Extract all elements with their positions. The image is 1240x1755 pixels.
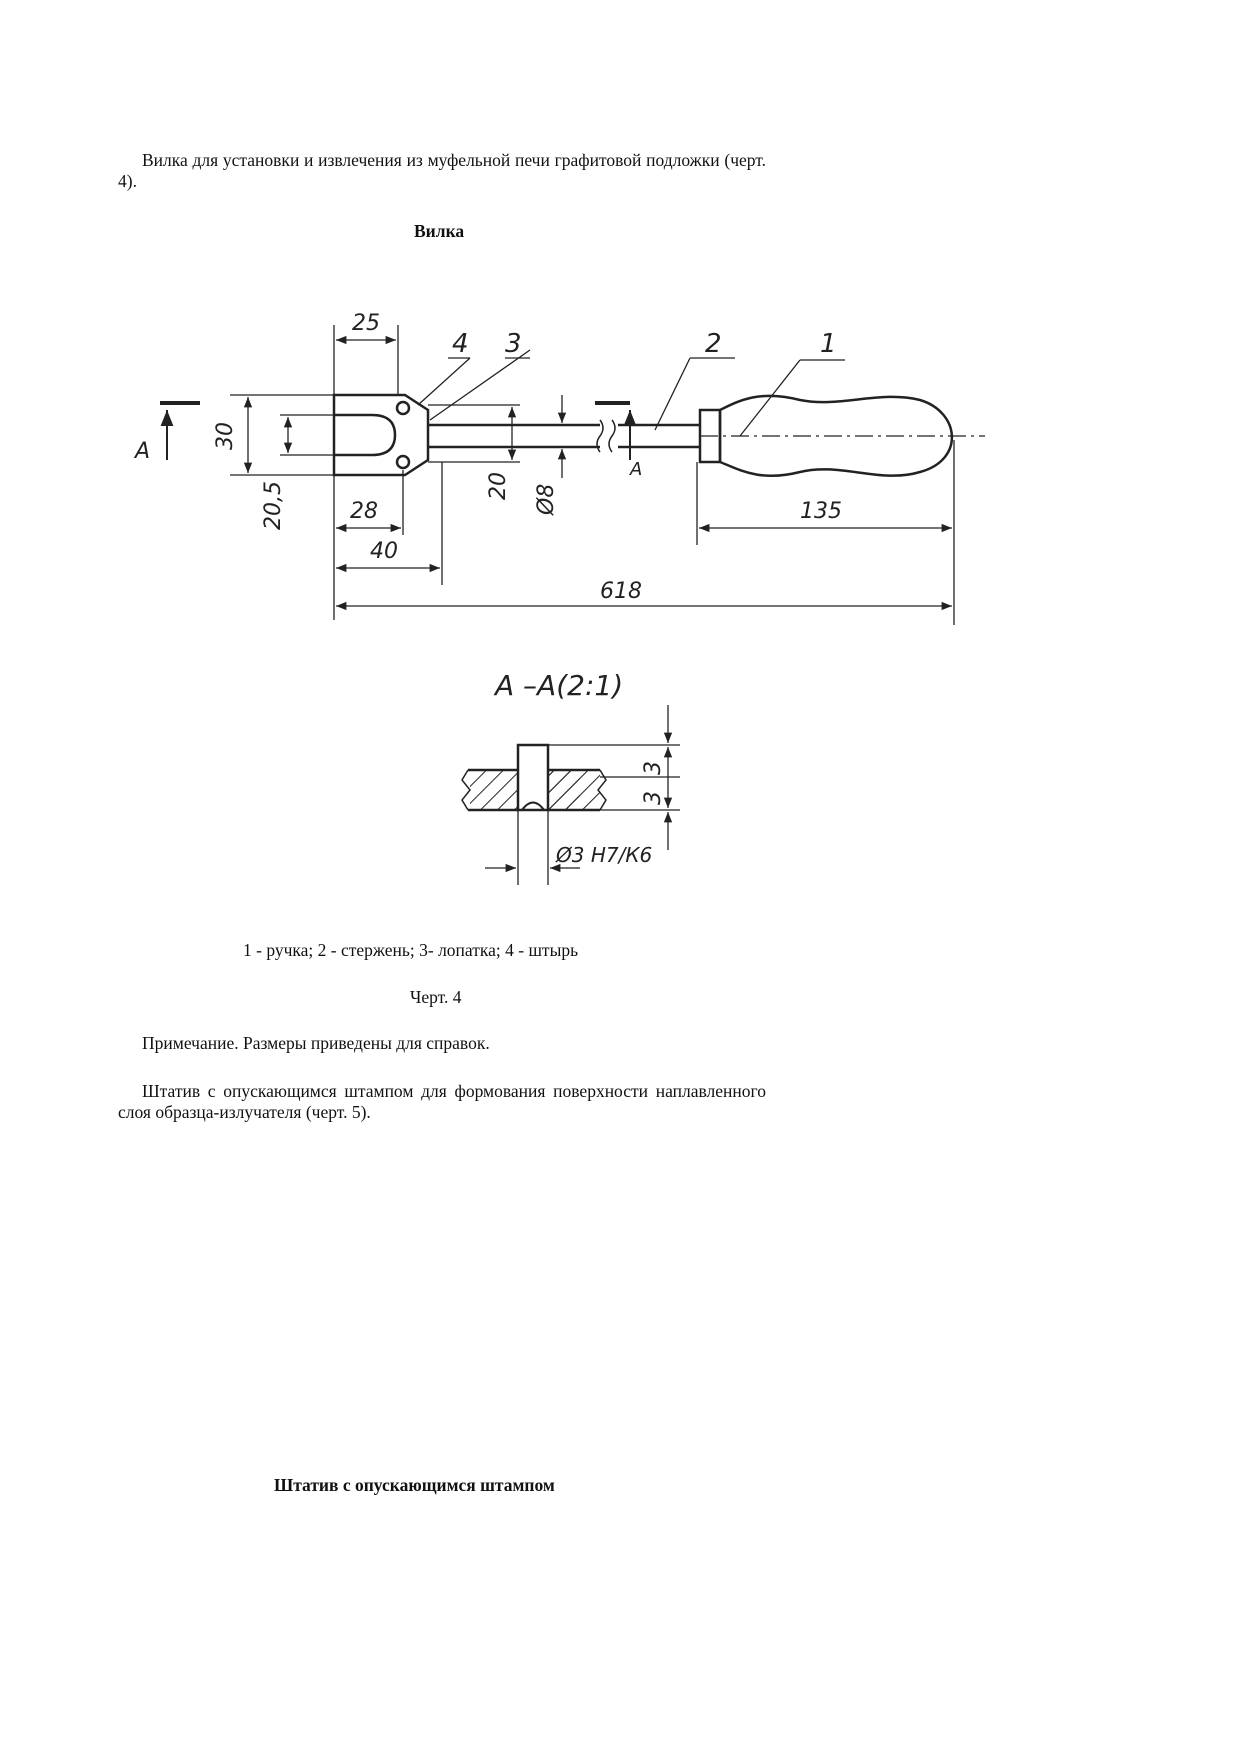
intro-paragraph: Вилка для установки и извлечения из муфе… [118,150,766,191]
section-title: А –А(2:1) [493,669,623,702]
section-view [461,705,680,885]
dim-d8: Ø8 [534,484,559,516]
second-paragraph: Штатив с опускающимся штампом для формов… [118,1081,766,1122]
handle [700,394,985,478]
dim-20: 20 [486,472,511,500]
dim-135: 135 [800,499,842,524]
callout-2: 2 [705,329,722,359]
rod [428,408,722,464]
note: Примечание. Размеры приведены для справо… [142,1033,490,1053]
dim-618: 618 [600,579,642,604]
dim-40: 40 [370,539,398,564]
figure-caption: Черт. 4 [410,987,462,1007]
dim-20-5: 20,5 [261,481,286,530]
section-mark [160,401,637,460]
dim-30: 30 [213,422,238,450]
figure-title: Вилка [414,221,465,241]
section-mark-label-right: А [629,459,642,480]
callout-4: 4 [452,329,469,359]
section-dim-fit: Ø3 Н7/К6 [555,843,652,867]
section-dim-h2: 3 [641,791,666,805]
callout-1: 1 [820,329,837,359]
dimension-lines [230,325,955,625]
dim-25: 25 [352,311,380,336]
second-title: Штатив с опускающимся штампом [274,1475,555,1495]
section-dim-h1: 3 [641,761,666,775]
callout-3: 3 [505,329,522,359]
fork-head [332,393,430,477]
dim-28: 28 [350,499,378,524]
section-mark-label-left: А [133,439,150,464]
legend: 1 - ручка; 2 - стержень; 3- лопатка; 4 -… [243,940,579,960]
